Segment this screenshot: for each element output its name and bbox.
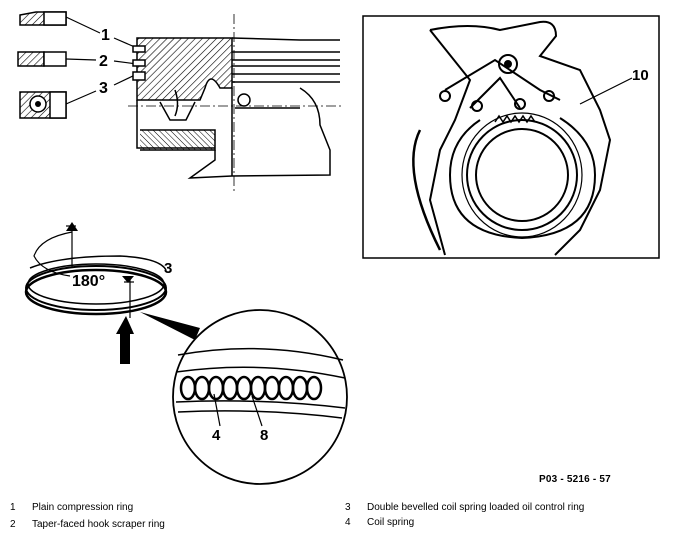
- callout-1: 1: [101, 27, 110, 44]
- legend-number: 3: [345, 502, 351, 513]
- angle-label: 180°: [72, 273, 105, 290]
- legend-item-2: 2 Taper-faced hook scraper ring: [10, 519, 165, 531]
- pointer-arrow: [116, 316, 134, 364]
- legend-text: Plain compression ring: [32, 502, 134, 513]
- legend-text: Coil spring: [367, 517, 415, 528]
- callout-3-ring: 3: [164, 260, 172, 277]
- callout-10-leader: [579, 77, 633, 105]
- zoom-leader: [140, 312, 200, 340]
- coil-spring-detail: [172, 309, 348, 485]
- ring-section-1: [19, 11, 67, 26]
- legend-number: 1: [10, 502, 16, 513]
- legend-item-4: 4 Coil spring: [345, 517, 414, 529]
- legend-text: Taper-faced hook scraper ring: [32, 519, 165, 530]
- callout-3: 3: [99, 80, 108, 97]
- ring-tool-photo-frame: [362, 15, 660, 259]
- oil-ring-drawing: [24, 222, 168, 318]
- piston-section: [132, 37, 340, 179]
- legend-number: 2: [10, 519, 16, 530]
- ring-tool-illustration: [412, 20, 612, 256]
- legend-number: 4: [345, 517, 351, 528]
- figure-code: P03 - 5216 - 57: [539, 474, 611, 485]
- piston-axis-lines: [128, 14, 342, 192]
- legend-text: Double bevelled coil spring loaded oil c…: [367, 502, 585, 513]
- ring-section-3: [19, 91, 67, 119]
- callout-2: 2: [99, 53, 108, 70]
- callout-4: 4: [212, 427, 221, 444]
- callout-10: 10: [632, 67, 649, 84]
- legend-item-1: 1 Plain compression ring: [10, 502, 133, 514]
- ring-section-2: [17, 51, 67, 67]
- legend-item-3: 3 Double bevelled coil spring loaded oil …: [345, 502, 584, 514]
- callout-8: 8: [260, 427, 268, 444]
